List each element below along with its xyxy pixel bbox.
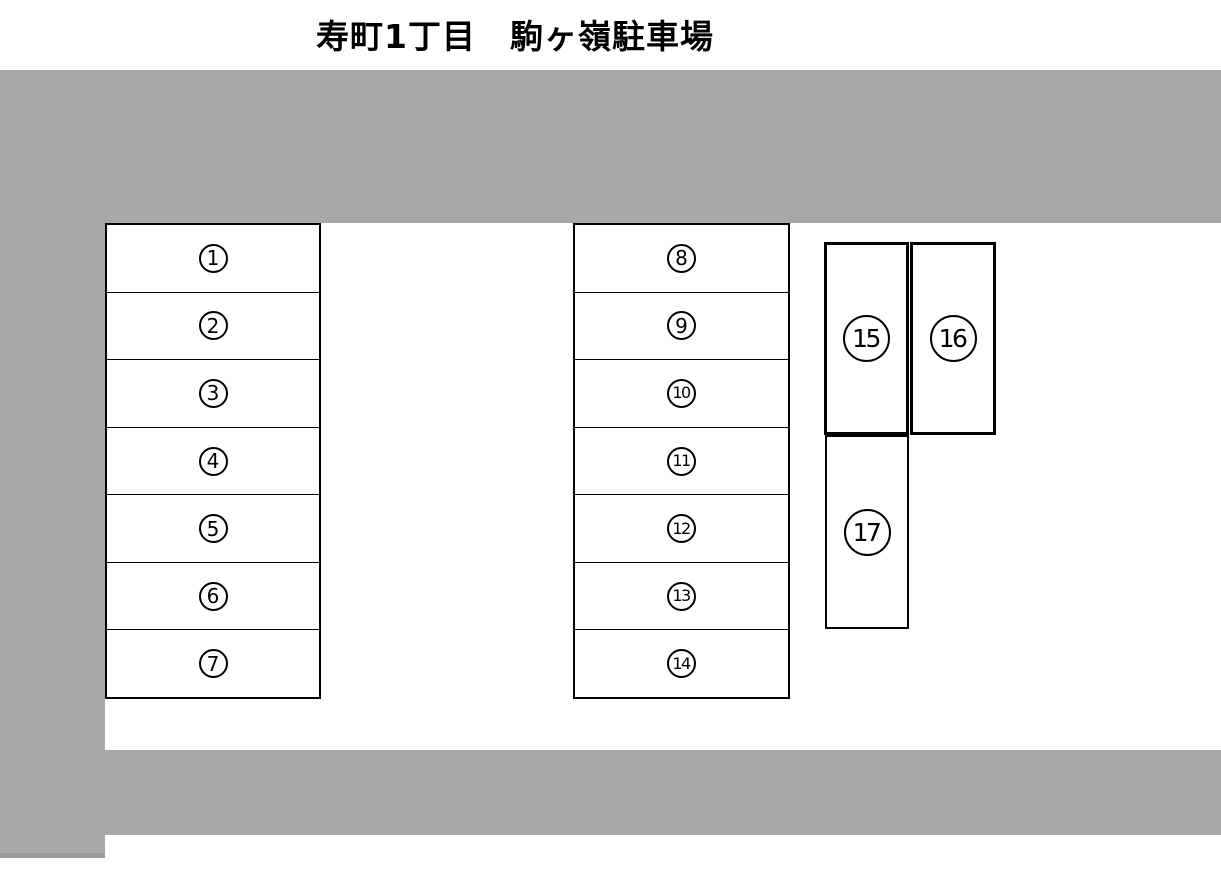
road-edge-left-bottom — [0, 853, 105, 858]
parking-space-7: 7 — [107, 630, 319, 697]
parking-space-16: 16 — [910, 242, 996, 435]
parking-space-10: 10 — [575, 360, 788, 428]
road-area-left — [0, 70, 105, 858]
parking-space-5: 5 — [107, 495, 319, 563]
space-number-badge: 13 — [667, 581, 696, 611]
parking-space-9: 9 — [575, 293, 788, 361]
parking-space-14: 14 — [575, 630, 788, 697]
parking-column-middle: 8 9 10 11 12 13 14 — [573, 223, 790, 699]
parking-space-8: 8 — [575, 225, 788, 293]
parking-space-1: 1 — [107, 225, 319, 293]
space-number-badge: 15 — [843, 315, 890, 362]
parking-space-4: 4 — [107, 428, 319, 496]
parking-space-15: 15 — [824, 242, 909, 435]
parking-space-17: 17 — [825, 435, 909, 629]
space-number-badge: 16 — [929, 315, 977, 362]
space-number-badge: 14 — [667, 649, 696, 679]
space-number-badge: 2 — [198, 311, 228, 341]
space-number-badge: 17 — [843, 508, 891, 556]
parking-space-6: 6 — [107, 563, 319, 631]
parking-space-13: 13 — [575, 563, 788, 631]
space-number-badge: 4 — [198, 446, 228, 476]
parking-column-left: 1 2 3 4 5 6 7 — [105, 223, 321, 699]
space-number-badge: 12 — [667, 514, 696, 544]
road-area-top — [0, 70, 1221, 223]
space-number-badge: 11 — [667, 446, 696, 476]
page-title: 寿町1丁目 駒ヶ嶺駐車場 — [316, 17, 714, 56]
space-number-badge: 10 — [667, 378, 696, 408]
parking-space-12: 12 — [575, 495, 788, 563]
space-number-badge: 7 — [198, 649, 228, 679]
road-area-bottom — [105, 750, 1221, 835]
space-number-badge: 3 — [198, 378, 228, 408]
space-number-badge: 5 — [198, 514, 228, 544]
parking-space-2: 2 — [107, 293, 319, 361]
parking-space-11: 11 — [575, 428, 788, 496]
space-number-badge: 9 — [667, 311, 696, 341]
space-number-badge: 8 — [667, 243, 696, 273]
space-number-badge: 6 — [198, 581, 228, 611]
parking-space-3: 3 — [107, 360, 319, 428]
space-number-badge: 1 — [198, 243, 228, 273]
